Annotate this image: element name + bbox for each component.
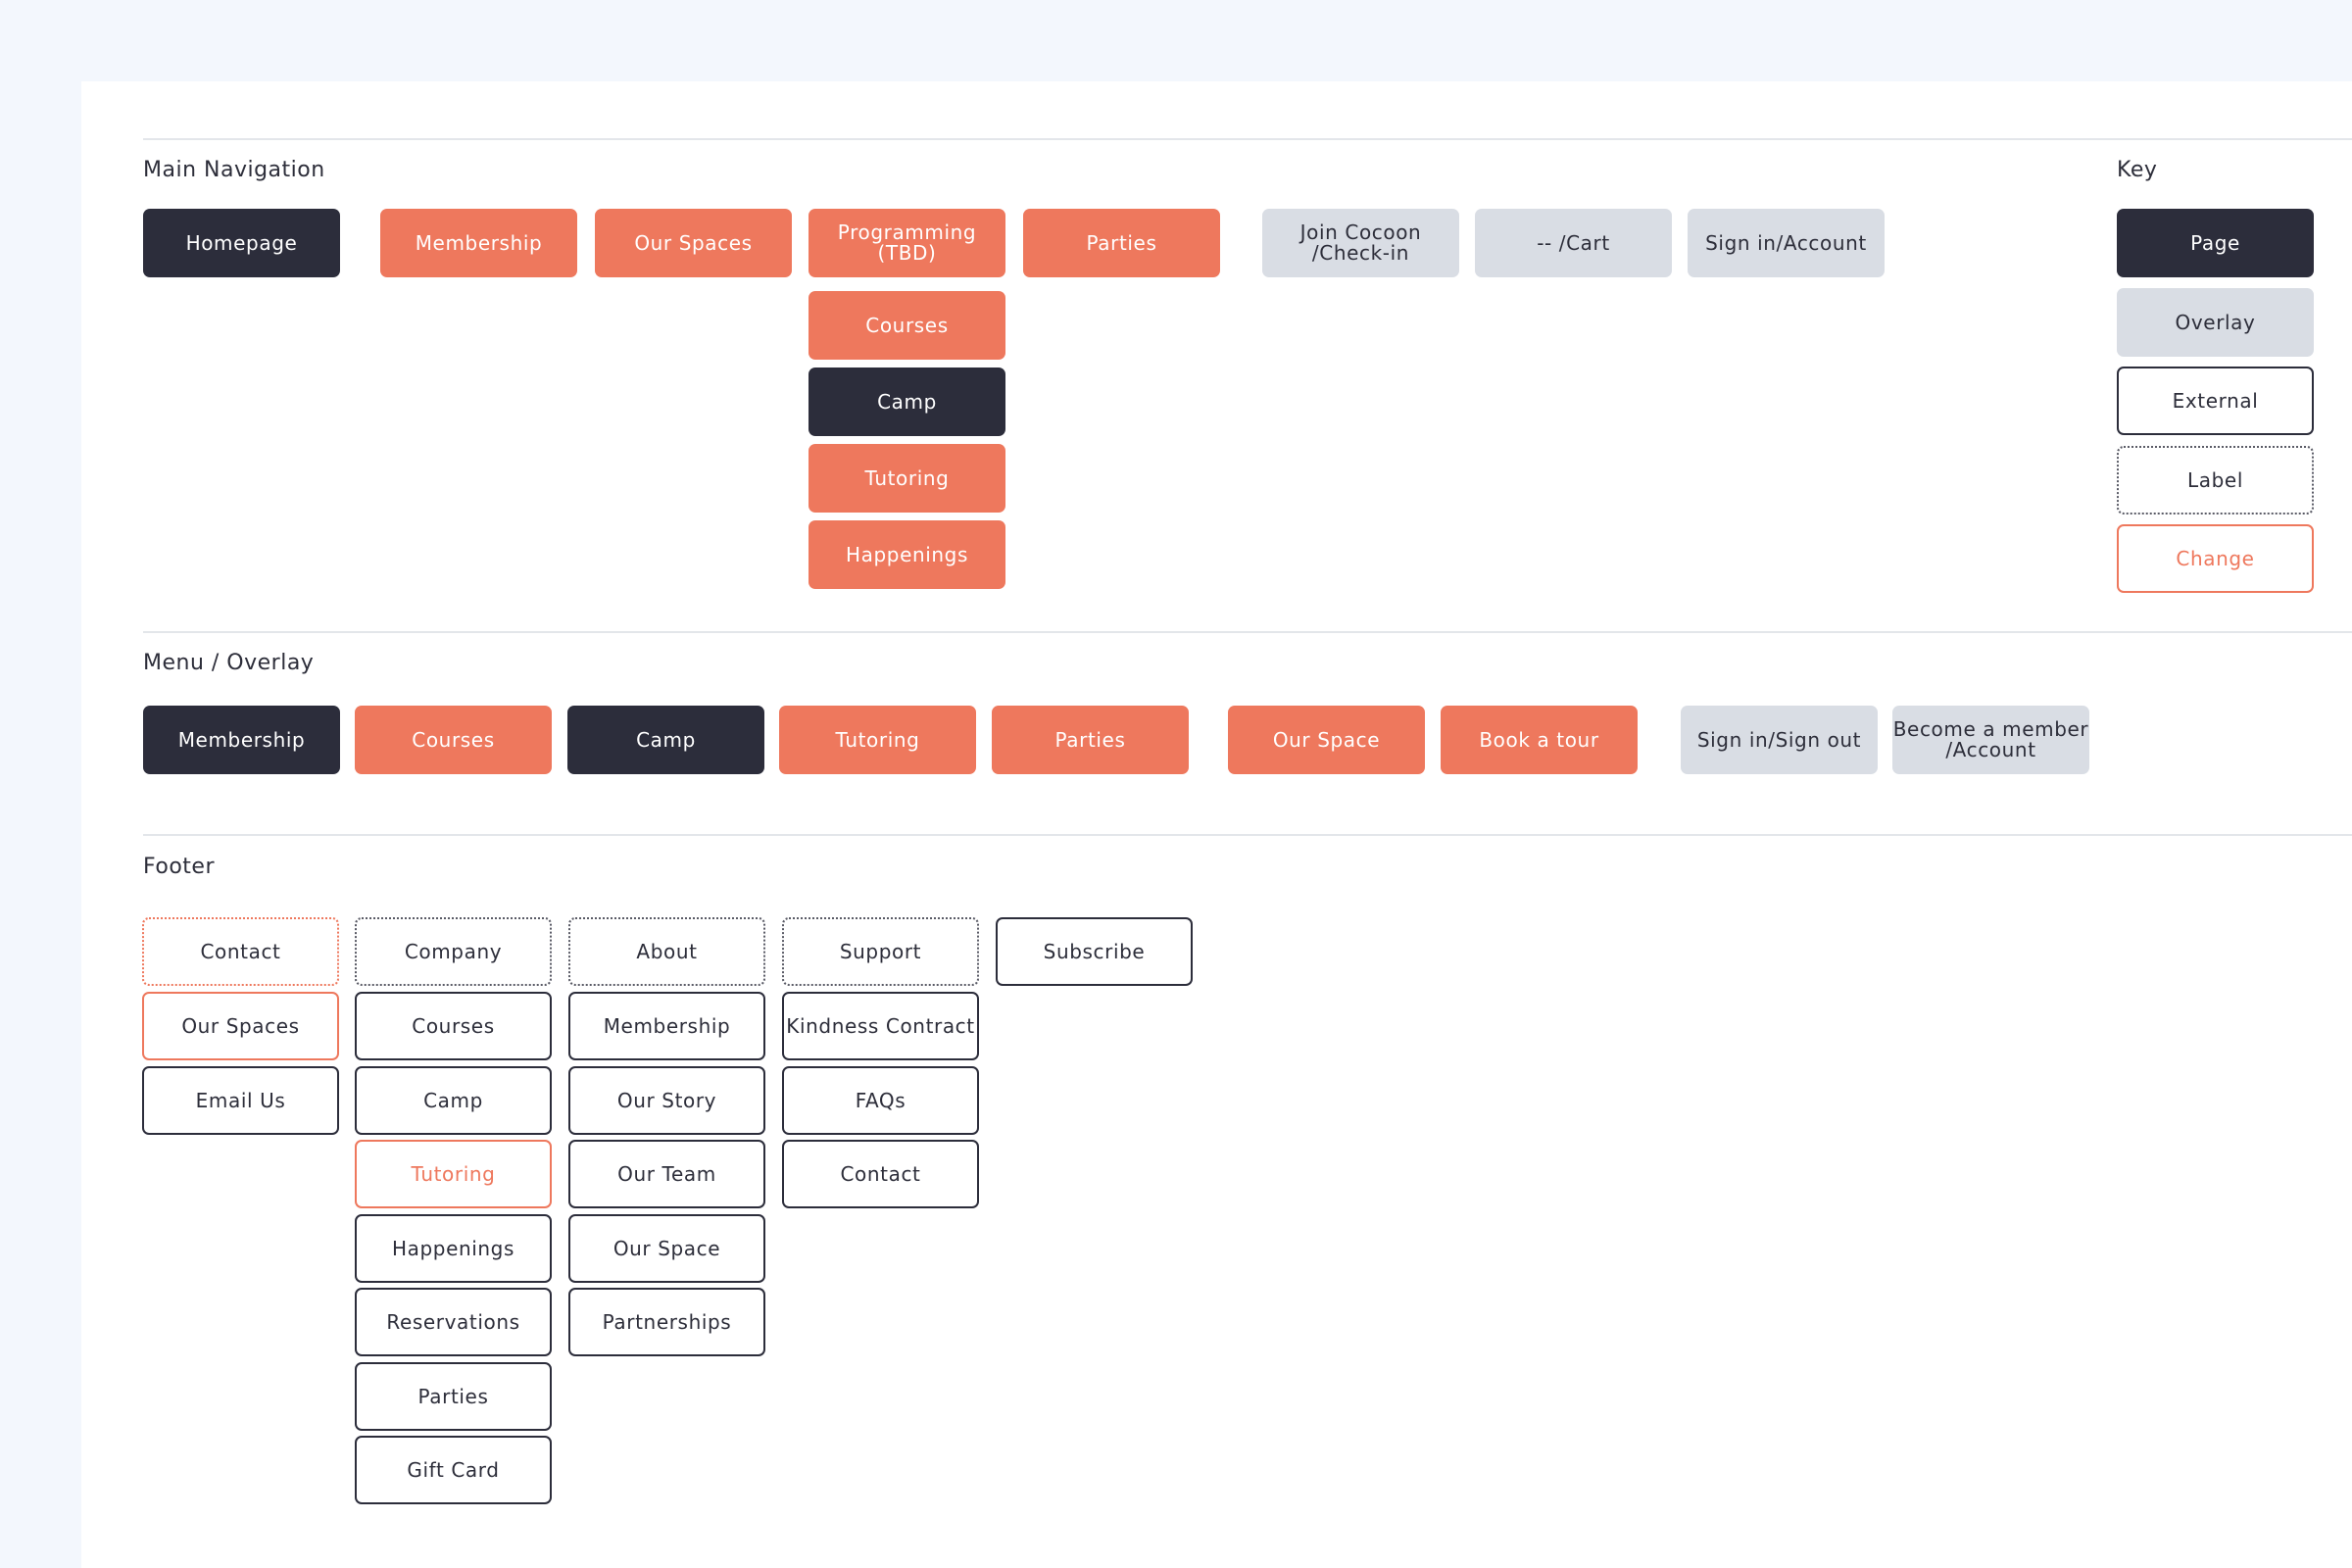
key-change: Change [2117, 524, 2314, 593]
footer-gift-card: Gift Card [355, 1436, 552, 1504]
nav-sign-in: Sign in/Account [1688, 209, 1885, 277]
menu-courses: Courses [355, 706, 552, 774]
footer-subscribe: Subscribe [996, 917, 1193, 986]
menu-camp: Camp [567, 706, 764, 774]
nav-join-cocoon: Join Cocoon /Check-in [1262, 209, 1459, 277]
menu-membership: Membership [143, 706, 340, 774]
footer-contact-label: Contact [142, 917, 339, 986]
nav-courses: Courses [808, 291, 1005, 360]
footer-our-space: Our Space [568, 1214, 765, 1283]
footer-partnerships: Partnerships [568, 1288, 765, 1356]
footer-email-us: Email Us [142, 1066, 339, 1135]
nav-cart: -- /Cart [1475, 209, 1672, 277]
footer-kindness-contract: Kindness Contract [782, 992, 979, 1060]
menu-tutoring: Tutoring [779, 706, 976, 774]
menu-parties: Parties [992, 706, 1189, 774]
footer-courses: Courses [355, 992, 552, 1060]
footer-about-label: About [568, 917, 765, 986]
footer-company-label: Company [355, 917, 552, 986]
key-overlay: Overlay [2117, 288, 2314, 357]
nav-tutoring: Tutoring [808, 444, 1005, 513]
nav-happenings: Happenings [808, 520, 1005, 589]
footer-faqs: FAQs [782, 1066, 979, 1135]
footer-divider [143, 834, 2352, 836]
menu-divider [143, 631, 2352, 633]
key-label: Label [2117, 446, 2314, 514]
nav-programming: Programming (TBD) [808, 209, 1005, 277]
key-page: Page [2117, 209, 2314, 277]
menu-sign-in: Sign in/Sign out [1681, 706, 1878, 774]
footer-tutoring: Tutoring [355, 1140, 552, 1208]
footer-reservations: Reservations [355, 1288, 552, 1356]
menu-overlay-title: Menu / Overlay [143, 651, 315, 675]
footer-our-spaces: Our Spaces [142, 992, 339, 1060]
menu-our-space: Our Space [1228, 706, 1425, 774]
key-title: Key [2117, 158, 2158, 182]
footer-our-story: Our Story [568, 1066, 765, 1135]
nav-camp: Camp [808, 368, 1005, 436]
menu-book-tour: Book a tour [1441, 706, 1638, 774]
footer-camp: Camp [355, 1066, 552, 1135]
footer-our-team: Our Team [568, 1140, 765, 1208]
footer-support-label: Support [782, 917, 979, 986]
footer-membership: Membership [568, 992, 765, 1060]
footer-title: Footer [143, 855, 215, 879]
nav-homepage: Homepage [143, 209, 340, 277]
footer-happenings: Happenings [355, 1214, 552, 1283]
nav-membership: Membership [380, 209, 577, 277]
menu-become-member: Become a member /Account [1892, 706, 2089, 774]
top-divider [143, 138, 2352, 140]
main-navigation-title: Main Navigation [143, 158, 325, 182]
nav-parties: Parties [1023, 209, 1220, 277]
key-external: External [2117, 367, 2314, 435]
footer-parties: Parties [355, 1362, 552, 1431]
footer-contact: Contact [782, 1140, 979, 1208]
nav-our-spaces: Our Spaces [595, 209, 792, 277]
